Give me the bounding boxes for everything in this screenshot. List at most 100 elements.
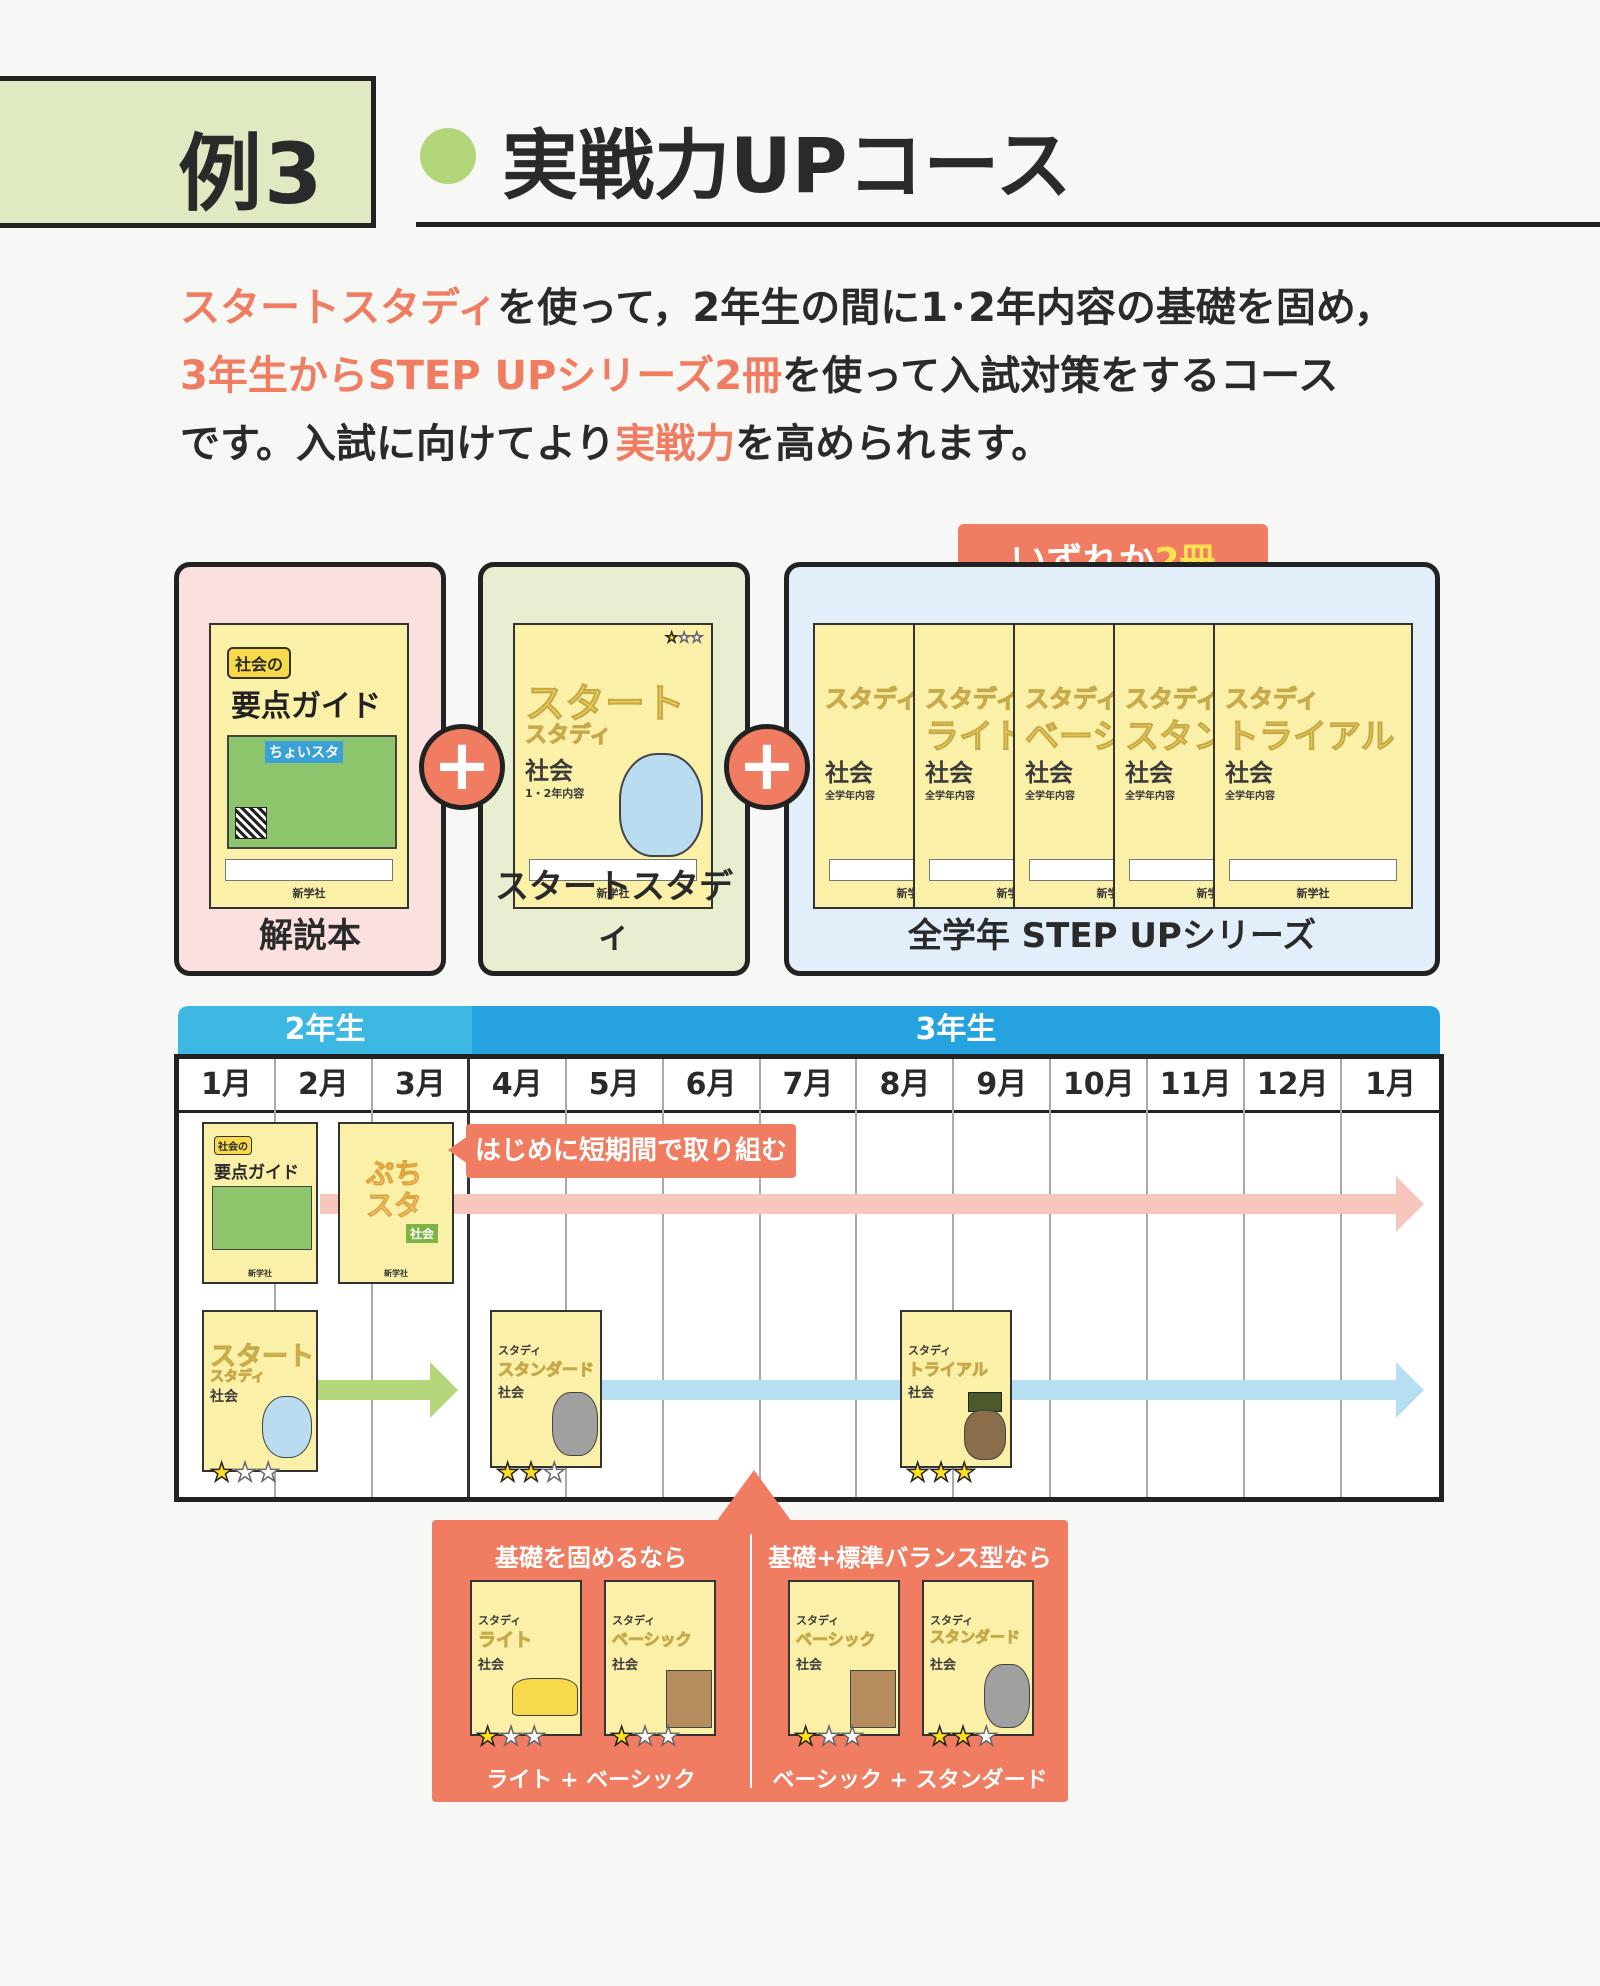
recommend-right-footer: ベーシック + スタンダード <box>772 1768 1048 1793</box>
star-filled-icon: ★ <box>495 1458 520 1488</box>
month-cell: 8月 <box>857 1059 955 1113</box>
rec-book-light: スタディ ライト 社会 <box>470 1580 582 1736</box>
guide-publisher: 新学社 <box>248 1269 272 1278</box>
month-column <box>664 1059 761 1497</box>
example-tag: 例3 <box>0 76 376 228</box>
callout-short-term: はじめに短期間で取り組む <box>466 1124 796 1178</box>
series-note: 全学年内容 <box>1225 791 1275 802</box>
puchi-publisher: 新学社 <box>384 1269 408 1278</box>
intro-segment: を高められます。 <box>735 421 1052 467</box>
basic-t2: ベーシック <box>612 1630 693 1650</box>
name-form <box>225 859 393 881</box>
month-cell: 1月 <box>179 1059 276 1113</box>
month-cell: 12月 <box>1245 1059 1343 1113</box>
timeline-book-standard: スタディ スタンダード 社会 <box>490 1310 602 1468</box>
trial-mascot-body <box>964 1410 1006 1460</box>
guide-publisher: 新学社 <box>292 887 326 900</box>
star-filled-icon: ★ <box>951 1722 976 1752</box>
series-publisher: 新学社 <box>1296 887 1330 900</box>
series-subject: 社会 <box>925 759 973 787</box>
star-empty-icon: ★ <box>817 1722 842 1752</box>
stars-standard: ★★★ <box>495 1458 566 1488</box>
guide-sub: ちょいスタ <box>265 741 343 763</box>
puchi-subject: 社会 <box>406 1224 439 1243</box>
series-subject: 社会 <box>1225 759 1273 787</box>
example-tag-text: 例3 <box>178 125 325 223</box>
rec-book-basic: スタディ ベーシック 社会 <box>604 1580 716 1736</box>
start-grade: 1・2年内容 <box>525 787 585 800</box>
intro-line-1: スタートスタディを使って，2年生の間に1･2年内容の基礎を固め， <box>180 274 1480 342</box>
star-empty-icon: ★ <box>656 1722 681 1752</box>
basic-subject: 社会 <box>612 1658 639 1673</box>
month-cell: 4月 <box>469 1059 567 1113</box>
intro-segment: を使って，2年生の間に1･2年内容の基礎を固め， <box>497 285 1394 331</box>
light-t2: ライト <box>478 1630 533 1652</box>
star-empty-icon: ★ <box>256 1458 281 1488</box>
year-3-header: 3年生 <box>472 1006 1440 1054</box>
plus-icon-2: + <box>724 724 810 810</box>
rec-book-standard: スタディ スタンダード 社会 <box>922 1580 1034 1736</box>
callout-pointer <box>448 1136 468 1164</box>
star-empty-icon: ★ <box>522 1722 547 1752</box>
stump-mascot-icon <box>666 1670 712 1728</box>
box1-label: 解説本 <box>259 916 361 956</box>
month-column <box>470 1059 567 1497</box>
top-hat-mascot-icon <box>968 1392 1002 1412</box>
arrow-start-period <box>300 1362 458 1418</box>
month-column <box>954 1059 1052 1497</box>
light-t1: スタディ <box>478 1614 522 1627</box>
start-subject: 社会 <box>210 1389 238 1405</box>
bullet-dot-icon <box>420 128 476 184</box>
start-title-2: スタディ <box>524 723 612 749</box>
intro-segment: を使って入試対策をするコース <box>782 353 1339 399</box>
stars-standard-2: ★★★ <box>927 1722 998 1752</box>
recommend-left-footer: ライト + ベーシック <box>486 1768 696 1793</box>
star-empty-icon: ★ <box>690 630 704 646</box>
star-empty-icon: ★ <box>840 1722 865 1752</box>
standard2-t1: スタディ <box>930 1614 974 1627</box>
series-subject: 社会 <box>825 759 873 787</box>
star-filled-icon: ★ <box>475 1722 500 1752</box>
series-note: 全学年内容 <box>925 791 975 802</box>
series-title-1: スタディ <box>1024 685 1120 714</box>
year-2-header: 2年生 <box>178 1006 472 1054</box>
intro-segment: 3年生からSTEP UPシリーズ2冊 <box>180 353 783 399</box>
intro-line-3: です。入試に向けてより実戦力を高められます。 <box>180 410 1480 478</box>
penguin-mascot-icon <box>619 753 703 857</box>
month-column <box>1342 1059 1439 1497</box>
trial-t2: トライアル <box>908 1360 989 1380</box>
series-title-1: スタディ <box>924 685 1020 714</box>
month-column <box>1148 1059 1246 1497</box>
star-filled-icon: ★ <box>665 630 679 646</box>
series-title-2: ライト <box>925 717 1028 758</box>
series-book: スタディトライアル社会全学年内容新学社 <box>1213 623 1413 909</box>
series-title-2: スタン <box>1125 717 1228 758</box>
star-empty-icon: ★ <box>499 1722 524 1752</box>
guide-title: 要点ガイド <box>231 689 381 724</box>
book-guide: 社会の 要点ガイド ちょいスタ 新学社 <box>209 623 409 909</box>
star-filled-icon: ★ <box>952 1458 977 1488</box>
product-box-step-up-series: スタディ社会全学年内容新学社スタディライト社会全学年内容新学社スタディベーシ社会… <box>784 562 1440 976</box>
month-cell: 10月 <box>1051 1059 1149 1113</box>
series-title-1: スタディ <box>1124 685 1220 714</box>
start-title-2: スタディ <box>209 1369 266 1386</box>
rec-book-basic-2: スタディ ベーシック 社会 <box>788 1580 900 1736</box>
recommend-left-title: 基礎を固めるなら <box>495 1544 687 1572</box>
recommend-right-title: 基礎+標準バランス型なら <box>768 1544 1052 1572</box>
series-title-2: ベーシ <box>1024 717 1127 758</box>
panel-divider <box>750 1534 752 1788</box>
guide-title: 要点ガイド <box>214 1163 299 1183</box>
trial-subject: 社会 <box>908 1386 935 1401</box>
star-filled-icon: ★ <box>929 1458 954 1488</box>
month-column <box>1051 1059 1149 1497</box>
box3-label: 全学年 STEP UPシリーズ <box>907 916 1317 956</box>
start-subject: 社会 <box>525 757 573 785</box>
puchi-title: ぷち <box>365 1157 423 1191</box>
month-column <box>373 1059 470 1497</box>
timeline-book-puchi: ぷち スタ 社会 新学社 <box>338 1122 454 1284</box>
star-empty-icon: ★ <box>633 1722 658 1752</box>
month-cell: 1月 <box>1342 1059 1439 1113</box>
intro-segment: です。入試に向けてより <box>180 421 616 467</box>
penguin-mascot-icon <box>262 1396 312 1458</box>
stars-basic: ★★★ <box>609 1722 681 1752</box>
